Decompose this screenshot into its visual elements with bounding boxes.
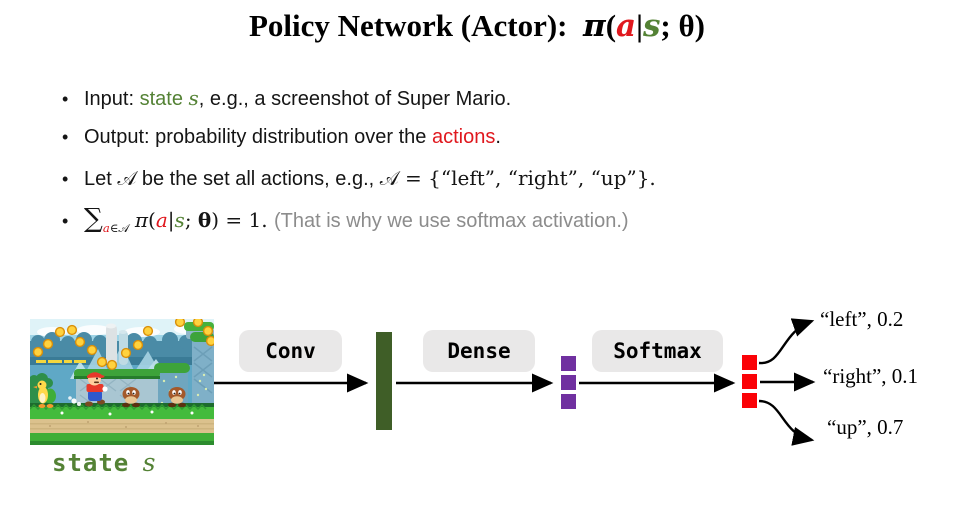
softmax-layer-label: Softmax — [592, 330, 723, 372]
conv-layer-label: Conv — [239, 330, 342, 372]
coins — [32, 319, 214, 371]
mario-character — [68, 372, 108, 407]
ground — [30, 403, 214, 445]
dense-output-vector — [561, 356, 576, 409]
bullet-action-set-text: Let 𝒜 be the set all actions, e.g., 𝒜 = … — [84, 166, 656, 190]
bullet-input-text: Input: state s, e.g., a screenshot of Su… — [84, 86, 512, 110]
vector-cell — [561, 375, 576, 390]
goomba-enemy — [122, 387, 140, 408]
policy-network-diagram: state s Conv Dense Softmax — [0, 288, 954, 508]
goomba-enemy — [168, 387, 186, 408]
koopa-enemy — [33, 380, 56, 408]
bullet-marker: • — [62, 211, 69, 231]
bullet-marker: • — [62, 127, 69, 147]
mario-screenshot-image — [30, 319, 214, 445]
flowers-decoration — [60, 410, 194, 416]
bullet-input: • Input: state s, e.g., a screenshot of … — [62, 86, 656, 126]
watermark-text — [36, 360, 86, 363]
bullet-output: • Output: probability distribution over … — [62, 126, 656, 166]
bullet-sum-to-one: • ∑a∈𝒜 π(a|s; θ) = 1. (That is why we us… — [62, 203, 656, 246]
conv-feature-bar — [376, 332, 392, 430]
vector-cell — [742, 374, 757, 389]
vector-cell — [742, 355, 757, 370]
bullet-sum-to-one-text: ∑a∈𝒜 π(a|s; θ) = 1. (That is why we use … — [84, 203, 629, 236]
vector-cell — [742, 393, 757, 408]
dense-layer-label: Dense — [423, 330, 535, 372]
vector-cell — [561, 356, 576, 371]
bullet-output-text: Output: probability distribution over th… — [84, 126, 501, 148]
state-caption: state s — [52, 448, 156, 477]
arrow-to-up-label — [758, 399, 815, 446]
bullet-marker: • — [62, 169, 69, 189]
output-up-probability: “up”, 0.7 — [827, 415, 904, 439]
softmax-output-vector — [742, 355, 757, 408]
arrow-to-left-label — [758, 318, 815, 365]
vector-cell — [561, 394, 576, 409]
bullet-marker: • — [62, 89, 69, 109]
output-right-probability: “right”, 0.1 — [823, 364, 919, 388]
bullet-action-set: • Let 𝒜 be the set all actions, e.g., 𝒜 … — [62, 166, 656, 206]
output-left-probability: “left”, 0.2 — [820, 307, 904, 331]
page-title: Policy Network (Actor): π(a|s; θ) — [249, 8, 705, 44]
bullet-list: • Input: state s, e.g., a screenshot of … — [62, 86, 656, 246]
